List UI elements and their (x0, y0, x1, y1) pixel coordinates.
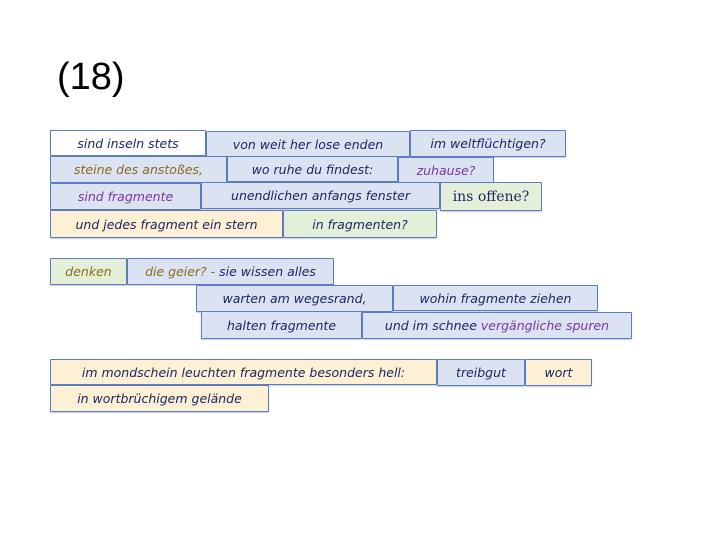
fragment-text: warten am wegesrand, (222, 291, 367, 306)
fragment-box-wort: wort (525, 359, 592, 386)
fragment-text: zuhause? (416, 162, 476, 178)
fragment-text: steine des anstoßes, (74, 162, 203, 177)
fragment-box-treibgut: treibgut (437, 359, 525, 386)
fragment-box-im-schnee: und im schnee vergängliche spuren (362, 312, 632, 339)
fragment-box-denken: denken (50, 258, 127, 285)
fragment-text: sind fragmente (77, 189, 174, 204)
fragment-text: treibgut (456, 365, 506, 380)
fragment-text: und jedes fragment ein stern (75, 216, 258, 232)
fragment-text: vergängliche spuren (480, 318, 610, 333)
fragment-text: im weltflüchtigen? (430, 136, 546, 151)
fragment-box-steine-des-anstosses: steine des anstoßes, (50, 156, 227, 183)
fragment-text: sind inseln stets (77, 135, 179, 151)
fragment-text: wo ruhe du findest: (251, 161, 374, 177)
fragment-box-unendlichen-anfangs: unendlichen anfangs fenster (201, 182, 440, 209)
fragment-text: von weit her lose enden (232, 136, 384, 152)
fragment-text: sie wissen alles (215, 264, 316, 279)
fragment-box-zuhause: zuhause? (398, 157, 494, 183)
fragment-text: in fragmenten? (312, 216, 408, 232)
fragment-box-die-geier: die geier? - sie wissen alles (127, 258, 334, 285)
fragment-box-sind-inseln-stets: sind inseln stets (50, 130, 206, 156)
fragment-text: unendlichen anfangs fenster (231, 188, 410, 203)
fragment-text: wohin fragmente ziehen (419, 290, 572, 306)
fragment-box-im-mondschein: im mondschein leuchten fragmente besonde… (50, 359, 437, 385)
fragment-box-warten-am-wegesrand: warten am wegesrand, (196, 285, 393, 312)
fragment-text: wort (544, 365, 573, 380)
fragment-box-sind-fragmente: sind fragmente (50, 183, 201, 210)
fragment-box-in-fragmenten: in fragmenten? (283, 210, 437, 238)
fragment-text: in wortbrüchigem gelände (77, 391, 242, 406)
fragment-text: im mondschein leuchten fragmente besonde… (81, 364, 406, 380)
fragment-box-von-weit-her: von weit her lose enden (206, 131, 410, 157)
fragment-box-und-jedes-fragment: und jedes fragment ein stern (50, 210, 283, 238)
fragment-box-im-weltfluechtigen: im weltflüchtigen? (410, 130, 566, 157)
fragment-box-wohin-fragmente: wohin fragmente ziehen (393, 285, 598, 311)
fragment-box-in-wortbruechigem: in wortbrüchigem gelände (50, 385, 269, 412)
slide-title: (18) (57, 56, 125, 98)
fragment-text: die geier? - (145, 264, 216, 279)
fragment-text: denken (65, 264, 112, 279)
fragment-box-wo-ruhe: wo ruhe du findest: (227, 156, 398, 182)
fragment-text: halten fragmente (226, 317, 337, 333)
fragment-text: ins offene? (452, 188, 530, 205)
fragment-text: und im schnee (384, 318, 481, 333)
fragment-box-halten-fragmente: halten fragmente (201, 311, 362, 339)
fragment-box-ins-offene: ins offene? (440, 182, 542, 211)
